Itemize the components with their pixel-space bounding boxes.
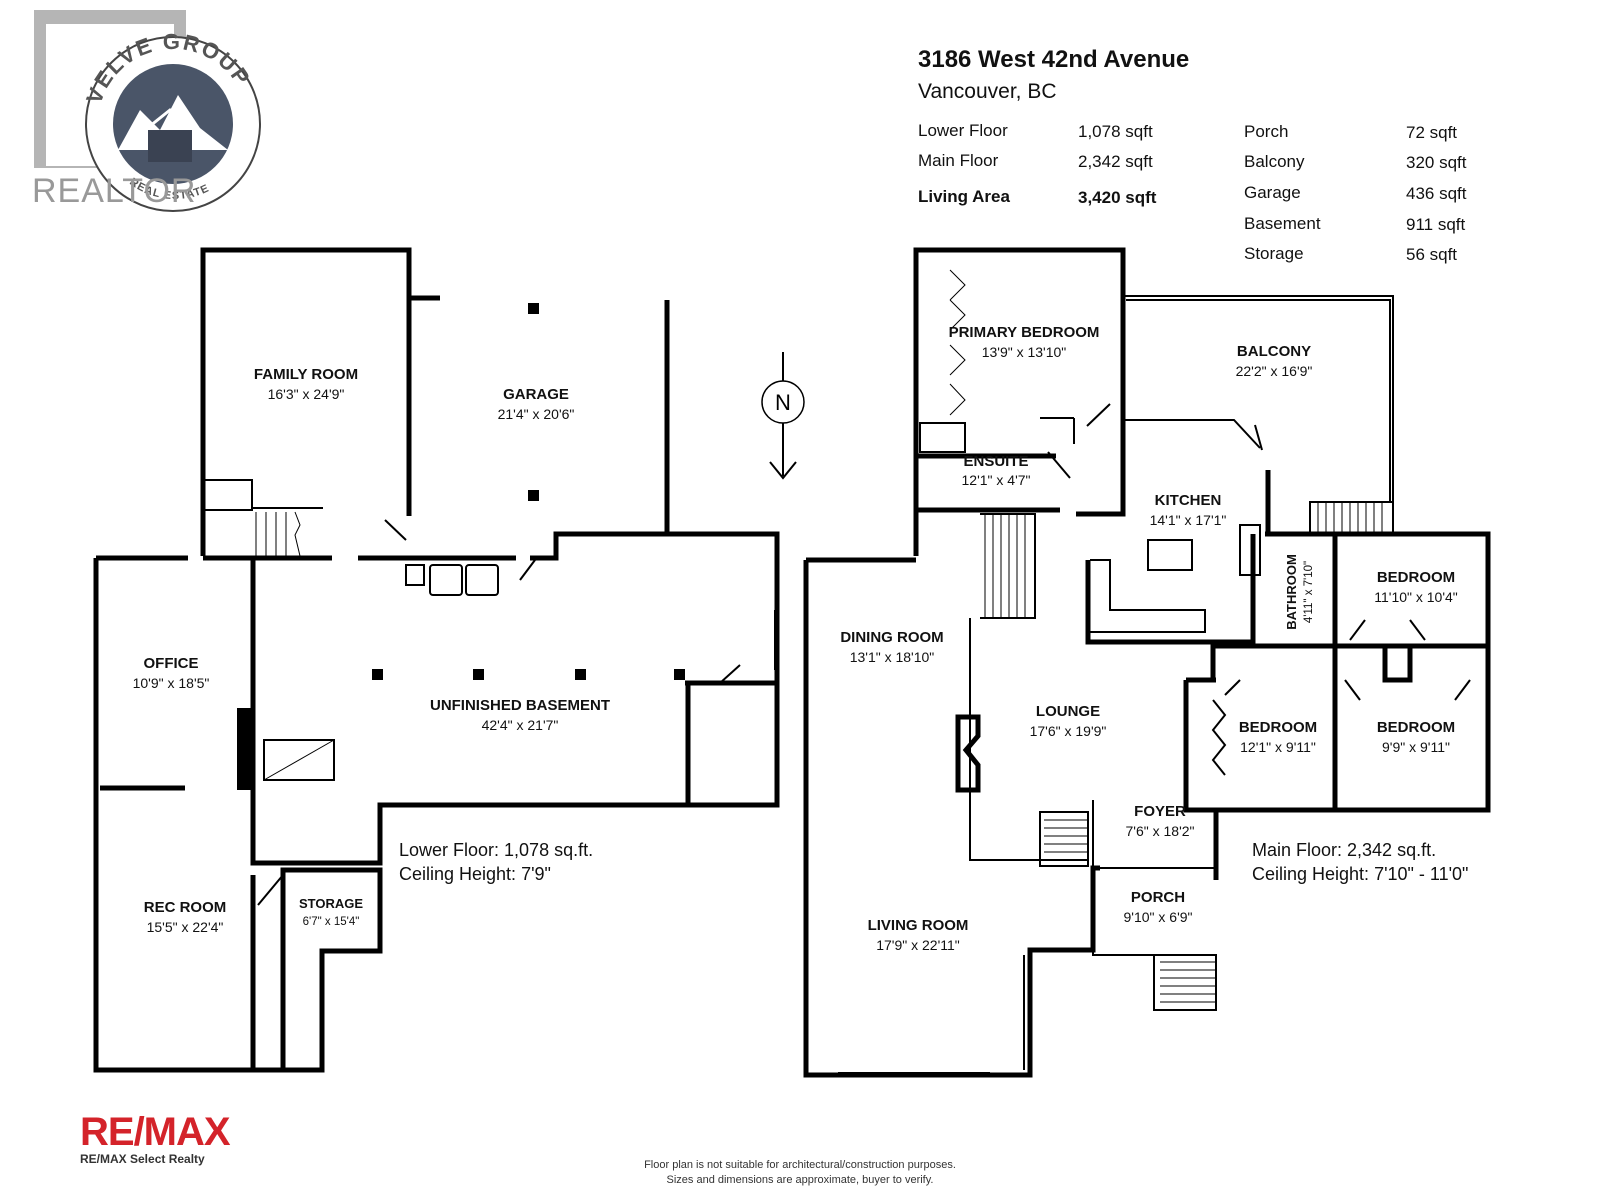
family-room-name: FAMILY ROOM xyxy=(254,366,358,383)
property-address: 3186 West 42nd Avenue xyxy=(918,46,1190,73)
lower-floor-area-line: Lower Floor: 1,078 sq.ft. xyxy=(399,840,594,860)
bedroom-3-name: BEDROOM xyxy=(1377,719,1455,736)
lower-floor-plan xyxy=(93,247,780,1073)
ensuite-dim: 12'1" x 4'7" xyxy=(962,472,1031,488)
lounge-name: LOUNGE xyxy=(1036,703,1100,720)
main-floor-area-line: Main Floor: 2,342 sq.ft. xyxy=(1252,840,1437,860)
area-value-living-area: 3,420 sqft xyxy=(1078,188,1157,207)
main-floor-labels: PRIMARY BEDROOM 13'9" x 13'10" BALCONY 2… xyxy=(840,324,1457,953)
disclaimer: Floor plan is not suitable for architect… xyxy=(560,1158,1040,1188)
bedroom-2-name: BEDROOM xyxy=(1239,719,1317,736)
dining-room-dim: 13'1" x 18'10" xyxy=(850,649,935,665)
primary-bedroom-dim: 13'9" x 13'10" xyxy=(982,344,1067,360)
area-value-garage: 436 sqft xyxy=(1406,184,1467,203)
office-name: OFFICE xyxy=(144,655,199,672)
area-label-porch: Porch xyxy=(1244,122,1289,141)
area-label-main-floor: Main Floor xyxy=(918,151,999,170)
dining-room-name: DINING ROOM xyxy=(840,629,943,646)
lower-floor-note: Lower Floor: 1,078 sq.ft. Ceiling Height… xyxy=(399,838,593,886)
remax-brokerage-name: RE/MAX Select Realty xyxy=(80,1152,205,1166)
main-floor-plan xyxy=(803,247,1491,1078)
area-label-basement: Basement xyxy=(1244,214,1321,233)
compass-letter: N xyxy=(775,390,791,415)
area-value-porch: 72 sqft xyxy=(1406,123,1458,142)
family-room-dim: 16'3" x 24'9" xyxy=(268,386,345,402)
rec-room-walls xyxy=(93,558,383,1073)
stairs-lower-family xyxy=(203,479,323,557)
area-label-balcony: Balcony xyxy=(1244,152,1305,171)
balcony-dim: 22'2" x 16'9" xyxy=(1236,363,1313,379)
rec-room-name: REC ROOM xyxy=(144,899,227,916)
main-floor-ceiling-line: Ceiling Height: 7'10" - 11'0" xyxy=(1252,864,1469,884)
primary-bedroom-name: PRIMARY BEDROOM xyxy=(949,324,1100,341)
bedroom-3-dim: 9'9" x 9'11" xyxy=(1382,739,1450,755)
area-label-lower-floor: Lower Floor xyxy=(918,121,1008,140)
remax-logo: RE/MAX xyxy=(80,1110,231,1154)
main-floor-note: Main Floor: 2,342 sq.ft. Ceiling Height:… xyxy=(1252,838,1468,886)
porch-name: PORCH xyxy=(1131,889,1185,906)
disclaimer-line-2: Sizes and dimensions are approximate, bu… xyxy=(666,1174,934,1186)
bedroom-2-dim: 12'1" x 9'11" xyxy=(1240,739,1316,755)
bathroom-dim: 4'11" x 7'10" xyxy=(1303,561,1315,623)
area-value-lower-floor: 1,078 sqft xyxy=(1078,122,1153,141)
living-room-dim: 17'9" x 22'11" xyxy=(876,937,960,953)
velve-group-logo: VELVE GROUP REAL ESTATE xyxy=(34,10,261,212)
area-value-basement: 911 sqft xyxy=(1406,215,1466,234)
north-compass: N xyxy=(761,352,805,480)
area-label-storage: Storage xyxy=(1244,244,1304,263)
lower-floor-ceiling-line: Ceiling Height: 7'9" xyxy=(399,864,551,884)
rec-room-dim: 15'5" x 22'4" xyxy=(147,919,224,935)
area-value-balcony: 320 sqft xyxy=(1406,153,1467,172)
area-value-storage: 56 sqft xyxy=(1406,245,1458,264)
area-label-living-area: Living Area xyxy=(918,187,1010,206)
foyer-dim: 7'6" x 18'2" xyxy=(1126,823,1195,839)
family-room-walls xyxy=(200,247,412,556)
ensuite-name: ENSUITE xyxy=(963,453,1028,470)
bedroom-1-dim: 11'10" x 10'4" xyxy=(1374,589,1458,605)
area-value-main-floor: 2,342 sqft xyxy=(1078,152,1153,171)
area-label-garage: Garage xyxy=(1244,183,1301,202)
unfinished-basement-name: UNFINISHED BASEMENT xyxy=(430,697,610,714)
bathroom-name: BATHROOM xyxy=(1284,554,1299,630)
garage-name: GARAGE xyxy=(503,386,569,403)
realtor-mark: REALTOR xyxy=(32,172,197,210)
lower-floor-labels: FAMILY ROOM 16'3" x 24'9" GARAGE 21'4" x… xyxy=(133,366,610,935)
porch-dim: 9'10" x 6'9" xyxy=(1124,909,1193,925)
disclaimer-line-1: Floor plan is not suitable for architect… xyxy=(644,1159,956,1171)
living-room-name: LIVING ROOM xyxy=(868,917,969,934)
bedroom-1-name: BEDROOM xyxy=(1377,569,1455,586)
balcony-name: BALCONY xyxy=(1237,343,1311,360)
property-city: Vancouver, BC xyxy=(918,80,1057,103)
foyer-name: FOYER xyxy=(1134,803,1186,820)
kitchen-dim: 14'1" x 17'1" xyxy=(1150,512,1227,528)
kitchen-name: KITCHEN xyxy=(1155,492,1222,509)
lounge-dim: 17'6" x 19'9" xyxy=(1030,723,1107,739)
storage-name: STORAGE xyxy=(299,896,363,911)
office-dim: 10'9" x 18'5" xyxy=(133,675,210,691)
garage-dim: 21'4" x 20'6" xyxy=(498,406,575,422)
storage-dim: 6'7" x 15'4" xyxy=(303,916,360,928)
unfinished-basement-dim: 42'4" x 21'7" xyxy=(482,717,559,733)
